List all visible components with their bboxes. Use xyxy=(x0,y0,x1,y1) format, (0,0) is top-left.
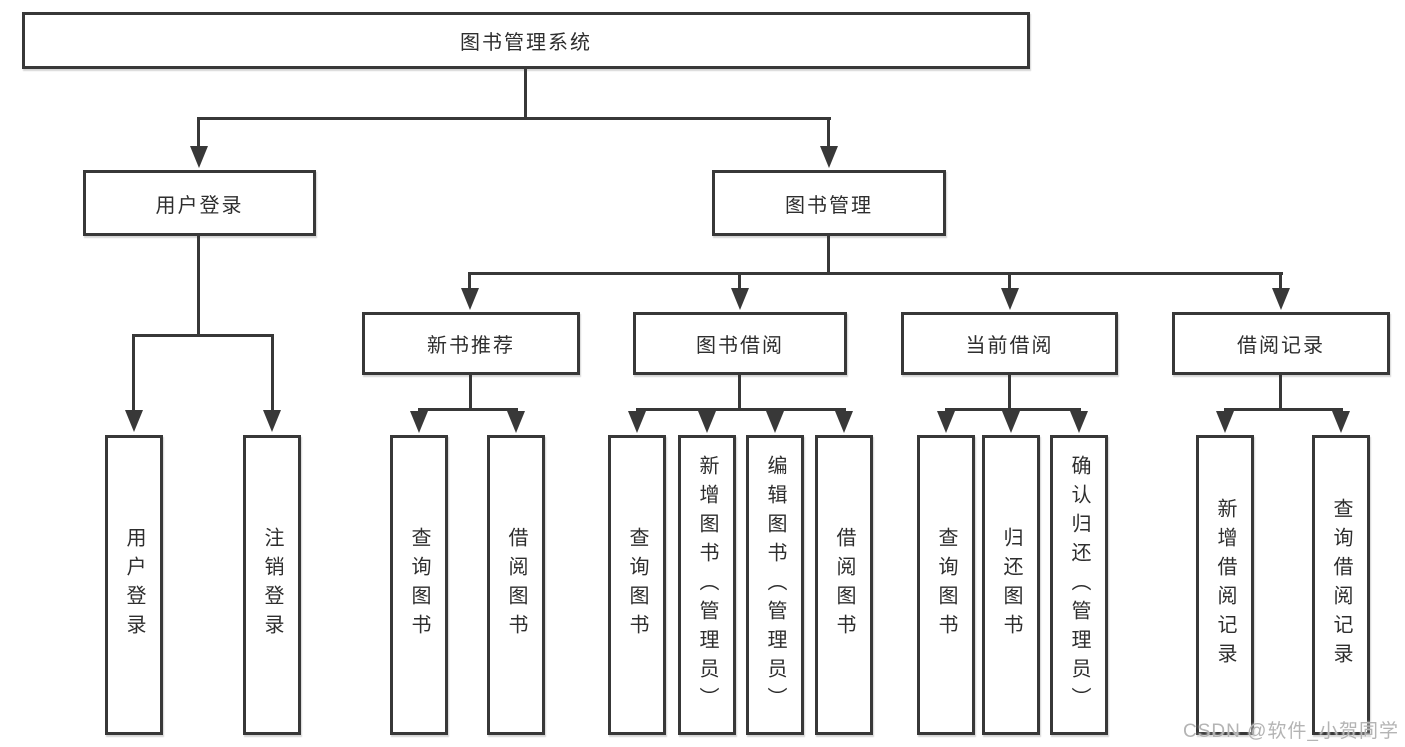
connector-root-bar xyxy=(198,117,831,120)
connector-record-bar xyxy=(1224,408,1343,411)
node-book-management: 图书管理 xyxy=(712,170,946,236)
arrow-down-icon xyxy=(1001,288,1019,310)
connector-root-stem xyxy=(524,69,527,117)
connector-user-login-bar xyxy=(133,334,274,337)
leaf-borrow-books-recommend: 借阅图书 xyxy=(487,435,545,735)
leaf-add-books-admin: 新增图书（管理员） xyxy=(678,435,736,735)
arrow-down-icon xyxy=(1216,411,1234,433)
leaf-label: 新增图书（管理员） xyxy=(696,454,718,716)
arrow-down-icon xyxy=(263,410,281,432)
leaf-label: 借阅图书 xyxy=(833,527,855,643)
arrow-down-icon xyxy=(820,146,838,168)
connector-l2-drop xyxy=(1279,272,1282,292)
arrow-down-icon xyxy=(410,411,428,433)
arrow-down-icon xyxy=(731,288,749,310)
arrow-down-icon xyxy=(937,411,955,433)
connector-borrow-bar xyxy=(636,408,846,411)
leaf-user-login: 用户登录 xyxy=(105,435,163,735)
connector-l2-drop xyxy=(1008,272,1011,292)
arrow-down-icon xyxy=(1070,411,1088,433)
connector-book-mgmt-bar xyxy=(469,272,1283,275)
node-label: 图书管理系统 xyxy=(460,32,592,54)
node-label: 图书借阅 xyxy=(696,335,784,357)
arrow-down-icon xyxy=(1332,411,1350,433)
connector-current-bar xyxy=(945,408,1081,411)
leaf-add-borrow-record: 新增借阅记录 xyxy=(1196,435,1254,735)
arrow-down-icon xyxy=(507,411,525,433)
connector-book-mgmt-stem xyxy=(827,236,830,275)
arrow-down-icon xyxy=(766,411,784,433)
leaf-label: 确认归还（管理员） xyxy=(1068,454,1090,716)
leaf-borrow-books: 借阅图书 xyxy=(815,435,873,735)
connector-user-login-drop xyxy=(197,117,200,150)
arrow-down-icon xyxy=(628,411,646,433)
leaf-label: 查询图书 xyxy=(935,527,957,643)
connector-recommend-stem xyxy=(469,375,472,411)
node-current-borrow: 当前借阅 xyxy=(901,312,1118,375)
leaf-label: 查询图书 xyxy=(626,527,648,643)
arrow-down-icon xyxy=(698,411,716,433)
node-user-login: 用户登录 xyxy=(83,170,316,236)
leaf-label: 编辑图书（管理员） xyxy=(764,454,786,716)
arrow-down-icon xyxy=(461,288,479,310)
arrow-down-icon xyxy=(1002,411,1020,433)
leaf-label: 用户登录 xyxy=(123,527,145,643)
connector-recommend-bar xyxy=(418,408,518,411)
connector-borrow-stem xyxy=(738,375,741,411)
leaf-query-borrow-record: 查询借阅记录 xyxy=(1312,435,1370,735)
arrow-down-icon xyxy=(1272,288,1290,310)
node-new-book-recommend: 新书推荐 xyxy=(362,312,580,375)
leaf-return-books: 归还图书 xyxy=(982,435,1040,735)
connector-current-stem xyxy=(1008,375,1011,411)
node-label: 当前借阅 xyxy=(965,335,1054,357)
leaf-confirm-return-admin: 确认归还（管理员） xyxy=(1050,435,1108,735)
connector-l2-drop xyxy=(468,272,471,292)
leaf-label: 注销登录 xyxy=(261,527,283,643)
leaf-edit-books-admin: 编辑图书（管理员） xyxy=(746,435,804,735)
leaf-label: 归还图书 xyxy=(1000,527,1022,643)
node-label: 图书管理 xyxy=(785,194,873,217)
node-label: 新书推荐 xyxy=(427,335,515,357)
connector-l2-drop xyxy=(738,272,741,292)
leaf-logout: 注销登录 xyxy=(243,435,301,735)
connector-leaf-drop xyxy=(132,334,135,412)
leaf-label: 新增借阅记录 xyxy=(1214,498,1236,672)
csdn-watermark: CSDN @软件_小贺同学 xyxy=(1183,721,1399,742)
leaf-query-books-current: 查询图书 xyxy=(917,435,975,735)
node-label: 用户登录 xyxy=(155,194,244,217)
arrow-down-icon xyxy=(835,411,853,433)
connector-book-mgmt-drop xyxy=(827,117,830,150)
node-borrow-record: 借阅记录 xyxy=(1172,312,1390,375)
node-system-root: 图书管理系统 xyxy=(22,12,1030,69)
connector-leaf-drop xyxy=(271,334,274,412)
arrow-down-icon xyxy=(190,146,208,168)
node-book-borrow: 图书借阅 xyxy=(633,312,847,375)
arrow-down-icon xyxy=(125,410,143,432)
leaf-query-books-recommend: 查询图书 xyxy=(390,435,448,735)
leaf-label: 借阅图书 xyxy=(505,527,527,643)
connector-user-login-stem xyxy=(197,236,200,337)
connector-record-stem xyxy=(1279,375,1282,411)
leaf-label: 查询借阅记录 xyxy=(1330,498,1352,672)
node-label: 借阅记录 xyxy=(1237,335,1325,357)
leaf-label: 查询图书 xyxy=(408,527,430,643)
leaf-query-books-borrow: 查询图书 xyxy=(608,435,666,735)
